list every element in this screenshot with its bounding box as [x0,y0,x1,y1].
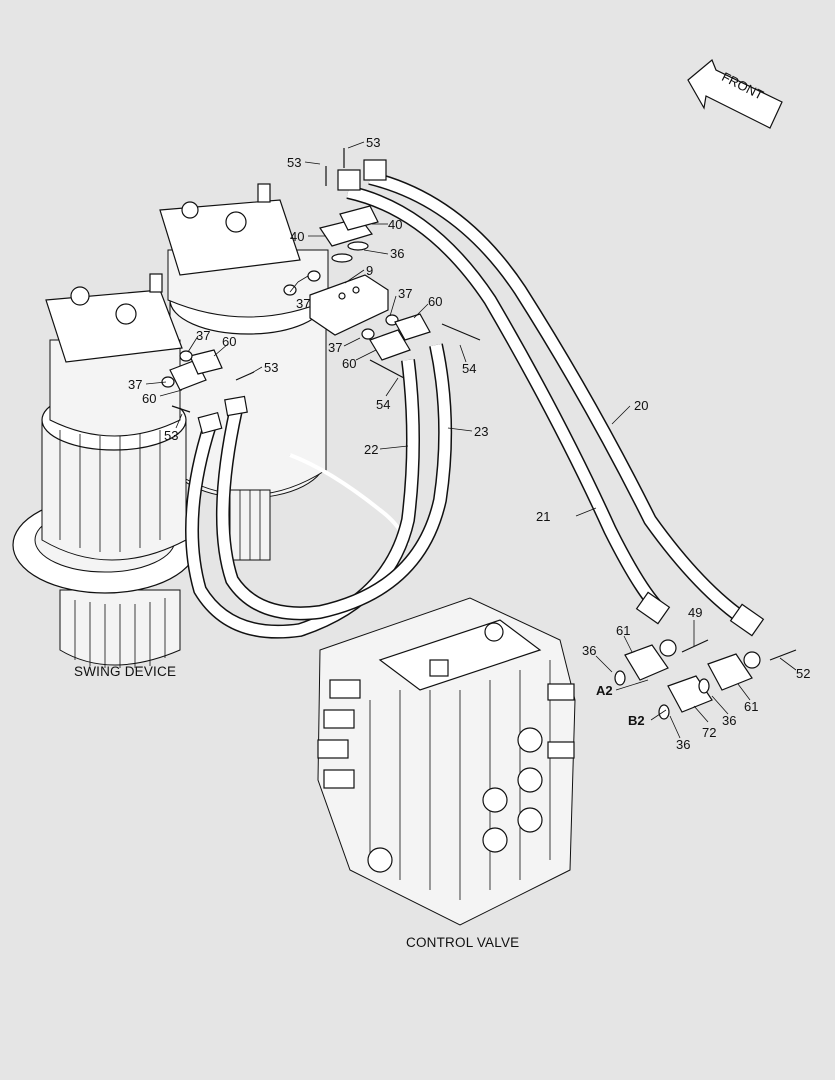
callout-37-d: 37 [196,328,210,343]
callout-37-a: 37 [296,296,310,311]
callout-21: 21 [536,509,550,524]
callout-61-a: 61 [616,623,630,638]
callout-9: 9 [366,263,373,278]
callout-53-b: 53 [366,135,380,150]
callout-60-c: 60 [222,334,236,349]
callout-60-a: 60 [428,294,442,309]
callout-60-b: 60 [342,356,356,371]
swing-device-rear [159,183,410,561]
swing-device-front [12,273,198,668]
callout-61-b: 61 [744,699,758,714]
callout-54-b: 54 [376,397,390,412]
callout-52: 52 [796,666,810,681]
manifold-block-9 [309,274,389,336]
front-arrow: FRONT [687,59,783,129]
callout-37-e: 37 [128,377,142,392]
callout-49: 49 [688,605,702,620]
swing-device-caption: SWING DEVICE [74,664,176,679]
callout-40-a: 40 [290,229,304,244]
callout-37-c: 37 [328,340,342,355]
bolts [171,148,797,669]
callout-53-c: 53 [264,360,278,375]
hoses [185,159,765,639]
control-valve-caption: CONTROL VALVE [406,935,519,950]
callout-36-a: 36 [390,246,404,261]
callout-22: 22 [364,442,378,457]
callout-40-b: 40 [388,217,402,232]
leader-lines [145,141,797,739]
callout-72: 72 [702,725,716,740]
callout-53-a: 53 [287,155,301,170]
port-a2-label: A2 [596,683,613,698]
control-valve [317,597,576,926]
callout-37-b: 37 [398,286,412,301]
callout-23: 23 [474,424,488,439]
flanges-and-orings [161,205,753,720]
callout-20: 20 [634,398,648,413]
callout-53-d: 53 [164,428,178,443]
callout-36-d: 36 [676,737,690,752]
callout-36-c: 36 [722,713,736,728]
callout-54-a: 54 [462,361,476,376]
port-b2-label: B2 [628,713,645,728]
callouts: 53 53 53 53 40 40 36 9 37 37 37 37 37 60… [128,135,810,752]
callout-36-b: 36 [582,643,596,658]
callout-60-d: 60 [142,391,156,406]
